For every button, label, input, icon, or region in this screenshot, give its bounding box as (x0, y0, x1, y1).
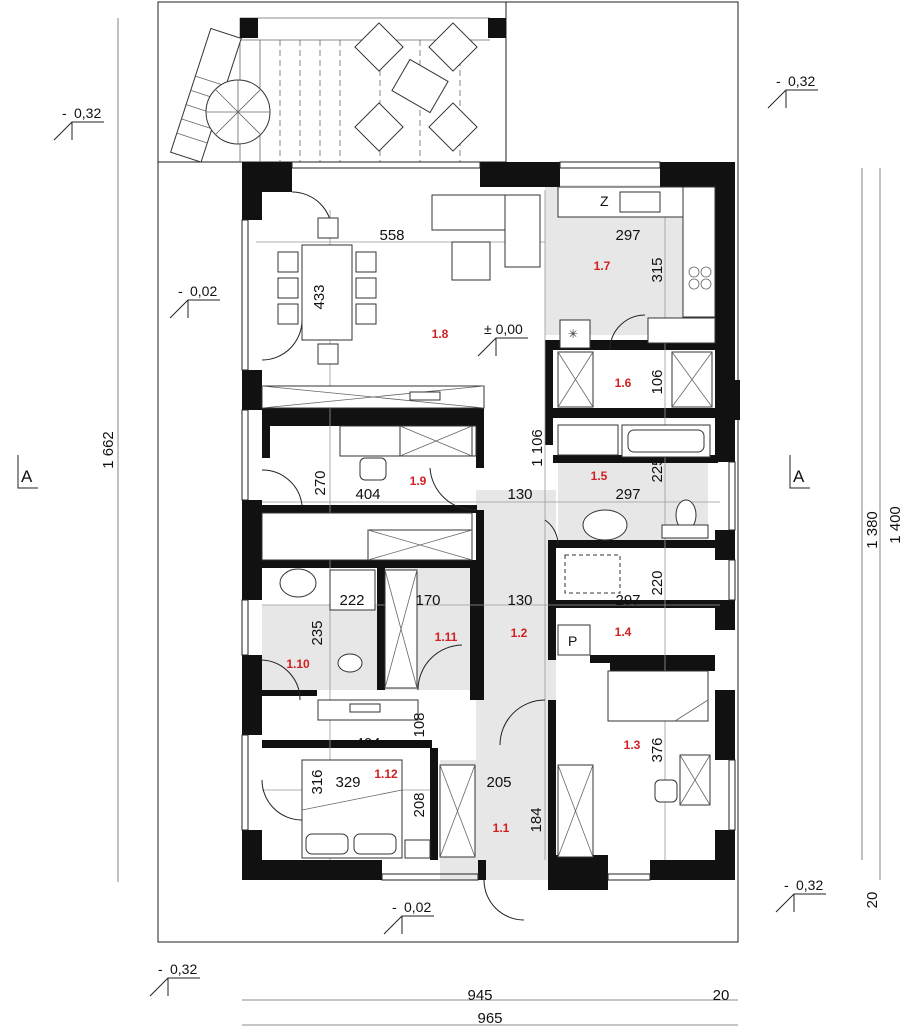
boiler-label: P (568, 633, 577, 649)
dim-bed112-depth: 316 (309, 769, 326, 794)
parasol-ribs (206, 80, 270, 144)
dim-bed19-depth: 270 (312, 470, 329, 495)
level-minus-bottom-mid: - (392, 899, 397, 915)
dim-bath15-width: 297 (615, 486, 640, 503)
room-label-1-11: 1.11 (435, 630, 458, 644)
dim-bed19-width: 404 (355, 486, 380, 503)
dim-bottom-small: 20 (713, 987, 730, 1004)
room-label-1-4: 1.4 (615, 625, 632, 639)
fan-icon: ✳ (568, 327, 578, 341)
dim-bath110-width: 222 (339, 592, 364, 609)
dim-bottom-width: 945 (467, 987, 492, 1004)
dim-room111-depth: 108 (411, 712, 428, 737)
room-label-1-1: 1.1 (493, 821, 510, 835)
sofa (431, 194, 541, 281)
dim-room14-depth: 220 (649, 570, 666, 595)
section-marker-left: A (21, 467, 33, 486)
dim-right-depth-b: 1 400 (887, 506, 904, 544)
bed13-furniture (607, 670, 711, 806)
level-mid-left: 0,02 (190, 283, 217, 299)
pantry-shelves (557, 351, 713, 408)
wardrobe-living (261, 385, 485, 409)
level-bottom-left: 0,32 (170, 961, 197, 977)
level-bottom-right: 0,32 (796, 877, 823, 893)
dim-living-width: 558 (379, 227, 404, 244)
room-label-1-10: 1.10 (286, 657, 310, 671)
dim-right-small: 20 (864, 892, 881, 909)
room-label-1-12: 1.12 (374, 767, 398, 781)
bed19-desk (339, 425, 477, 481)
bed112-bed (301, 759, 431, 859)
room-label-1-5: 1.5 (591, 469, 608, 483)
dim-bath110-depth: 235 (309, 620, 326, 645)
dim-room14-width: 297 (615, 592, 640, 609)
exterior-walls (242, 162, 740, 890)
level-markers (53, 89, 826, 997)
dim-right-depth-a: 1 380 (864, 511, 881, 549)
room-label-1-9: 1.9 (410, 474, 427, 488)
room-label-1-3: 1.3 (624, 738, 641, 752)
window-frames (241, 161, 736, 881)
level-bottom-mid: 0,02 (404, 899, 431, 915)
dim-room111-width: 170 (415, 592, 440, 609)
entry-closet (439, 764, 594, 858)
dim-bed112-width: 404 (355, 735, 380, 752)
dim-hall-width-b: 130 (507, 592, 532, 609)
level-floor: ± 0,00 (484, 321, 523, 337)
bed112-desk (317, 699, 419, 721)
floor-bath110 (262, 605, 377, 690)
room111-closet (384, 569, 418, 689)
dim-hall-width-a: 130 (507, 486, 532, 503)
dim-kitchen-width: 297 (615, 227, 640, 244)
level-minus-bottom-left: - (158, 961, 163, 977)
pergola-post (488, 18, 506, 38)
bath15-fixtures (557, 424, 711, 541)
dim-kitchen-depth: 315 (649, 257, 666, 282)
dim-total-depth: 1 662 (100, 431, 117, 469)
bath110-fixtures (279, 568, 376, 673)
dim-entry-width: 205 (486, 774, 511, 791)
section-markers (17, 455, 810, 489)
fridge-label: Z (600, 193, 609, 209)
kitchen-counter (557, 186, 716, 349)
dining-table-set (277, 217, 377, 365)
dim-bath15-depth: 225 (649, 457, 666, 482)
dim-bed112-closet: 208 (411, 792, 428, 817)
pergola-post (240, 18, 258, 38)
level-minus-bottom-right: - (784, 877, 789, 893)
room-label-1-6: 1.6 (615, 376, 632, 390)
dimension-lines (117, 18, 881, 1026)
level-minus-mid-left: - (178, 283, 183, 299)
room-label-1-8: 1.8 (432, 327, 449, 341)
dim-entry-depth: 184 (528, 807, 545, 832)
dim-bed112-inner: 329 (335, 774, 360, 791)
dim-bed13-depth: 376 (649, 737, 666, 762)
sun-lounger (170, 27, 242, 163)
dim-pantry-depth: 106 (649, 369, 666, 394)
level-top-right: 0,32 (788, 73, 815, 89)
door-swings (261, 191, 646, 921)
dim-corridor-length: 1 106 (529, 429, 546, 467)
room14-fixtures (557, 554, 621, 656)
level-minus-top-left: - (62, 105, 67, 121)
room-label-1-2: 1.2 (511, 626, 528, 640)
dim-living-depth: 433 (311, 284, 328, 309)
bed19-bed (261, 512, 473, 561)
level-minus-top-right: - (776, 73, 781, 89)
room-label-1-7: 1.7 (594, 259, 611, 273)
level-top-left: 0,32 (74, 105, 101, 121)
section-marker-right: A (793, 467, 805, 486)
terrace-table-set (354, 22, 478, 152)
dim-bottom-total: 965 (477, 1010, 502, 1027)
